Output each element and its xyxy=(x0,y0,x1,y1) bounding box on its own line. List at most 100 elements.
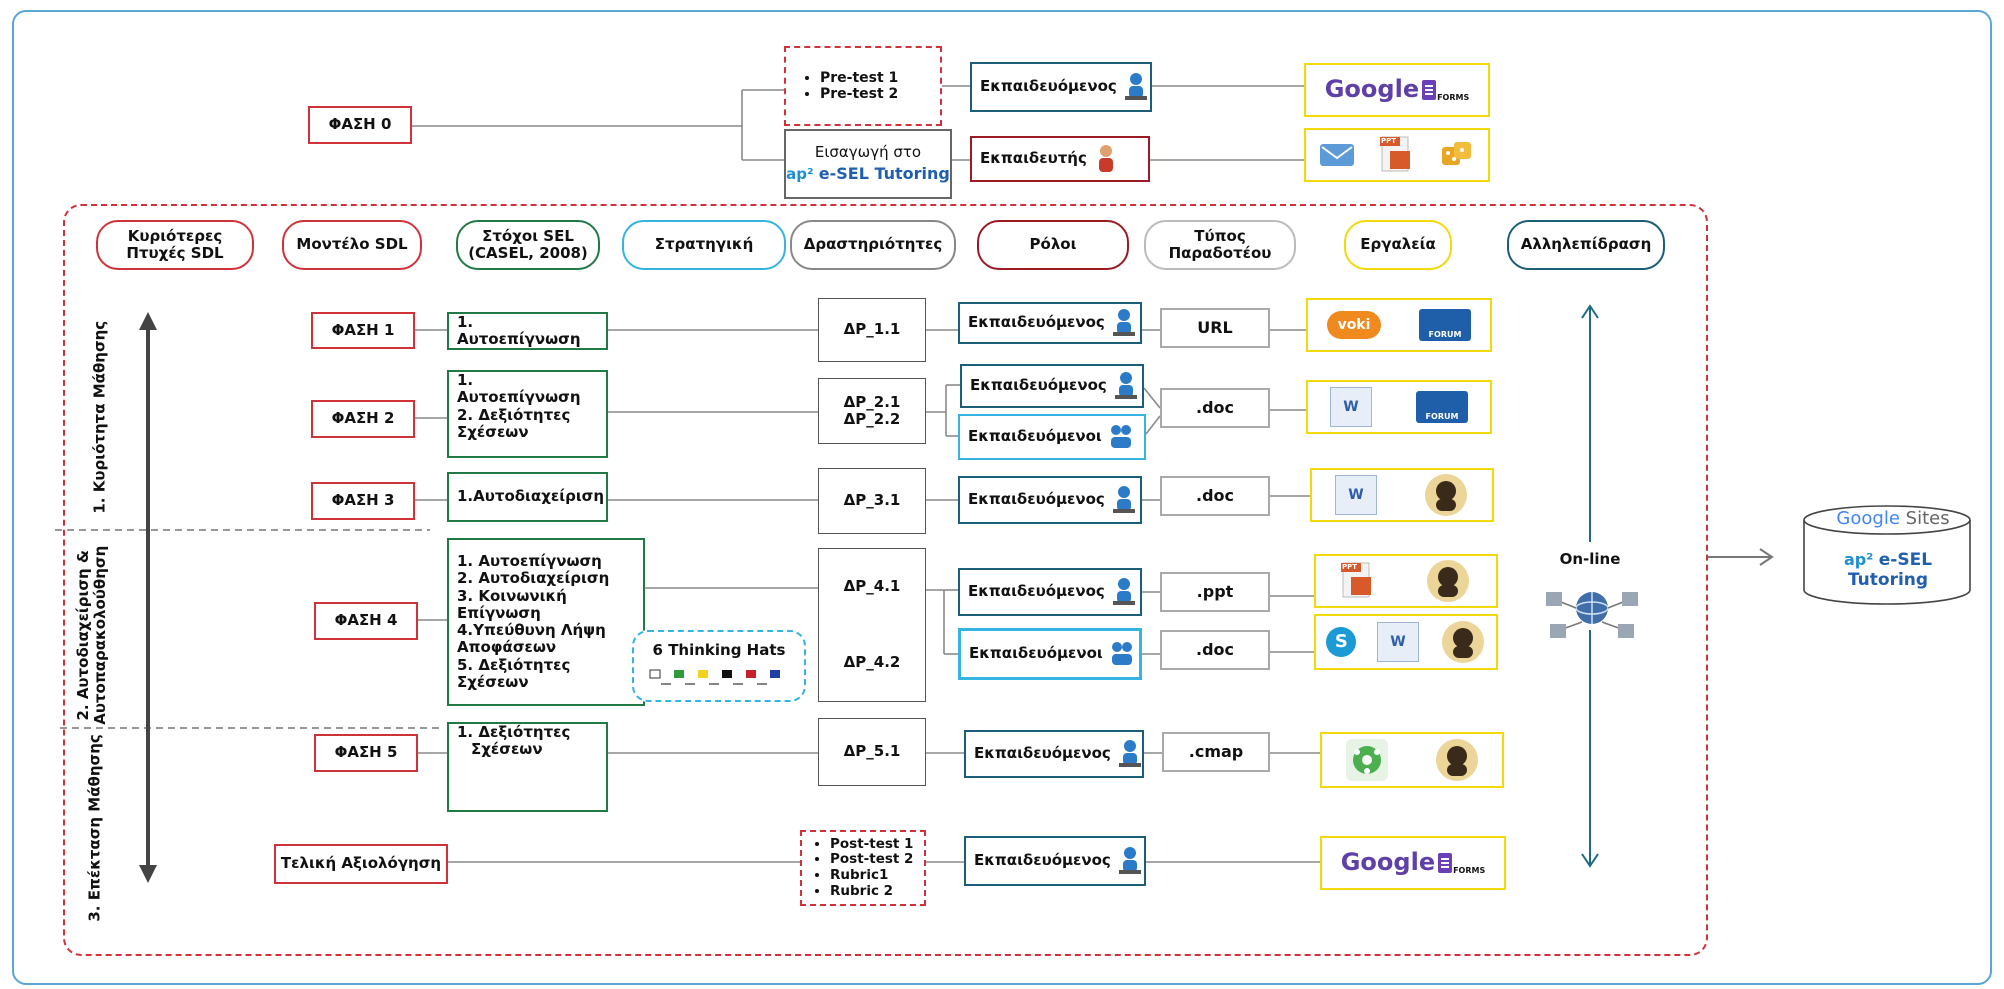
teacher-icon xyxy=(1093,144,1119,174)
header-goals: Στόχοι SEL (CASEL, 2008) xyxy=(456,220,600,270)
activity-label: ΔΡ_2.1 xyxy=(843,392,901,411)
ppt-label: PPT xyxy=(1342,563,1358,571)
ap2-logo-prefix: ap² xyxy=(786,165,814,184)
role-label: Εκπαιδευόμενος xyxy=(974,744,1111,763)
header-interaction-label: Αλληλεπίδραση xyxy=(1520,235,1652,254)
role-label: Εκπαιδευόμενος xyxy=(980,77,1117,96)
phase-5-tools: cmap xyxy=(1320,732,1504,788)
pretest-item: Pre-test 1 xyxy=(820,70,898,86)
goal-item: 1. Δεξιότητες xyxy=(457,723,571,741)
posttest-item: Rubric1 xyxy=(830,867,913,884)
phase-5-goals: 1. Δεξιότητες Σχέσεων xyxy=(447,722,608,812)
aspect-1: 1. Κυριότητα Μάθησης xyxy=(90,320,109,514)
voki-label: voki xyxy=(1337,316,1371,333)
google-forms-icon: Google FORMS xyxy=(1341,849,1486,877)
pretests-list: Pre-test 1 Pre-test 2 xyxy=(800,70,898,102)
phase-2-deliverable: .doc xyxy=(1160,388,1270,428)
phase-0-label: ΦΑΣΗ 0 xyxy=(328,115,392,134)
database-cylinder-icon xyxy=(1803,505,1971,605)
esel-logo-text: e-SEL Tutoring xyxy=(1847,550,1933,590)
phase-5-deliverable: .cmap xyxy=(1162,732,1270,772)
ppt-icon: PPT xyxy=(1379,135,1414,175)
intro-box: Εισαγωγή στο ap² e-SEL Tutoring xyxy=(784,129,952,199)
phase-0-teacher-role: Εκπαιδευτής xyxy=(970,136,1150,182)
phase-1-goals: 1. Αυτοεπίγνωση xyxy=(447,312,608,350)
header-interaction: Αλληλεπίδραση xyxy=(1507,220,1665,270)
forms-wordmark: FORMS xyxy=(1453,865,1486,875)
goal-item: 1. Αυτοεπίγνωση xyxy=(457,552,602,570)
learners-icon xyxy=(1108,422,1134,452)
learner-icon xyxy=(1111,577,1137,607)
philosopher-icon xyxy=(1435,739,1478,781)
phase-5-activity: ΔΡ_5.1 xyxy=(818,718,926,786)
final-evaluation-box: Τελική Αξιολόγηση xyxy=(274,844,448,884)
phase-0-learner-role: Εκπαιδευόμενος xyxy=(970,62,1152,112)
goal-item: Αποφάσεων xyxy=(457,638,557,657)
goal-item: 5. Δεξιότητες xyxy=(457,655,571,674)
learner-icon xyxy=(1123,72,1149,102)
role-label: Εκπαιδευτής xyxy=(980,149,1087,168)
phase-4-role-learner: Εκπαιδευόμενος xyxy=(958,568,1142,616)
learner-icon xyxy=(1111,485,1137,515)
activity-label: ΔΡ_2.2 xyxy=(843,410,901,428)
philosopher-icon xyxy=(1441,621,1484,663)
skype-icon: S xyxy=(1326,627,1357,657)
phase-2-activity: ΔΡ_2.1 ΔΡ_2.2 xyxy=(818,378,926,444)
phase-1-label: ΦΑΣΗ 1 xyxy=(331,320,395,339)
thinking-hats-icon xyxy=(649,669,780,685)
word-doc-icon: W xyxy=(1376,622,1419,662)
phase-4-goals: 1. Αυτοεπίγνωση 2. Αυτοδιαχείριση 3. Κοι… xyxy=(447,538,645,706)
phase-2-goals: 1. Αυτοεπίγνωση 2. Δεξιότητες Σχέσεων xyxy=(447,370,608,458)
phase-0-teacher-tools: PPT xyxy=(1304,128,1490,182)
word-doc-label: W xyxy=(1348,486,1364,503)
learner-icon xyxy=(1117,739,1143,769)
word-doc-icon: W xyxy=(1330,387,1372,427)
forum-label: FORUM xyxy=(1425,411,1459,421)
phase-3-role: Εκπαιδευόμενος xyxy=(958,476,1142,524)
goal-item: 1. Αυτοεπίγνωση xyxy=(457,312,581,348)
word-doc-icon: W xyxy=(1335,475,1377,515)
phase-2-tools: W FORUM xyxy=(1306,380,1492,434)
skype-label: S xyxy=(1334,630,1348,652)
ppt-label: PPT xyxy=(1380,137,1397,145)
deliverable-label: .ppt xyxy=(1196,581,1234,601)
phase-4-activity: ΔΡ_4.1 ΔΡ_4.2 xyxy=(818,548,926,702)
pretest-item: Pre-test 2 xyxy=(820,86,898,102)
phase-5-role: Εκπαιδευόμενος xyxy=(964,730,1144,778)
deliverable-label: .cmap xyxy=(1188,741,1244,761)
ap2-logo-prefix: ap² xyxy=(1843,550,1874,569)
phase-4-deliverable-ppt: .ppt xyxy=(1160,572,1270,612)
phase-3-label: ΦΑΣΗ 3 xyxy=(331,491,395,510)
header-activities-label: Δραστηριότητες xyxy=(803,235,943,254)
role-label: Εκπαιδευόμενοι xyxy=(968,427,1102,446)
cmap-icon: cmap xyxy=(1345,738,1389,782)
header-goals-label: Στόχοι SEL (CASEL, 2008) xyxy=(468,226,588,262)
philosopher-icon xyxy=(1425,474,1467,516)
posttest-item: Rubric 2 xyxy=(830,883,913,900)
phase-4-role-learners: Εκπαιδευόμενοι xyxy=(958,628,1142,680)
philosopher-icon xyxy=(1427,560,1469,602)
phase-1-tools: voki FORUM xyxy=(1306,298,1492,352)
header-aspects: Κυριότερες Πτυχές SDL xyxy=(96,220,254,270)
role-label: Εκπαιδευόμενος xyxy=(968,490,1105,509)
phase-0-forms-tool: Google FORMS xyxy=(1304,63,1490,117)
phase-1-deliverable: URL xyxy=(1160,308,1270,348)
phase-4-tools-b: S W xyxy=(1314,614,1498,670)
header-deliverable-label: Τύπος Παραδοτέου xyxy=(1168,226,1272,262)
phase-2-box: ΦΑΣΗ 2 xyxy=(311,400,415,438)
google-sites-word: Sites xyxy=(1905,508,1950,529)
email-icon xyxy=(1319,144,1354,166)
deliverable-label: URL xyxy=(1197,317,1233,337)
role-label: Εκπαιδευόμενοι xyxy=(969,644,1103,663)
activity-label: ΔΡ_1.1 xyxy=(843,320,901,339)
activity-label: ΔΡ_5.1 xyxy=(843,742,901,761)
strategy-title: 6 Thinking Hats xyxy=(652,641,786,660)
goal-item: 2. Αυτοδιαχείριση xyxy=(457,569,610,588)
intro-logo: ap² e-SEL Tutoring xyxy=(786,165,950,183)
phase-4-deliverable-doc: .doc xyxy=(1160,630,1270,670)
interaction-online-label: On-line xyxy=(1559,550,1621,568)
forum-icon: FORUM xyxy=(1416,391,1468,423)
phase-4-tools-a: PPT xyxy=(1314,554,1498,608)
goal-item: 1.Αυτοδιαχείριση xyxy=(457,487,605,506)
